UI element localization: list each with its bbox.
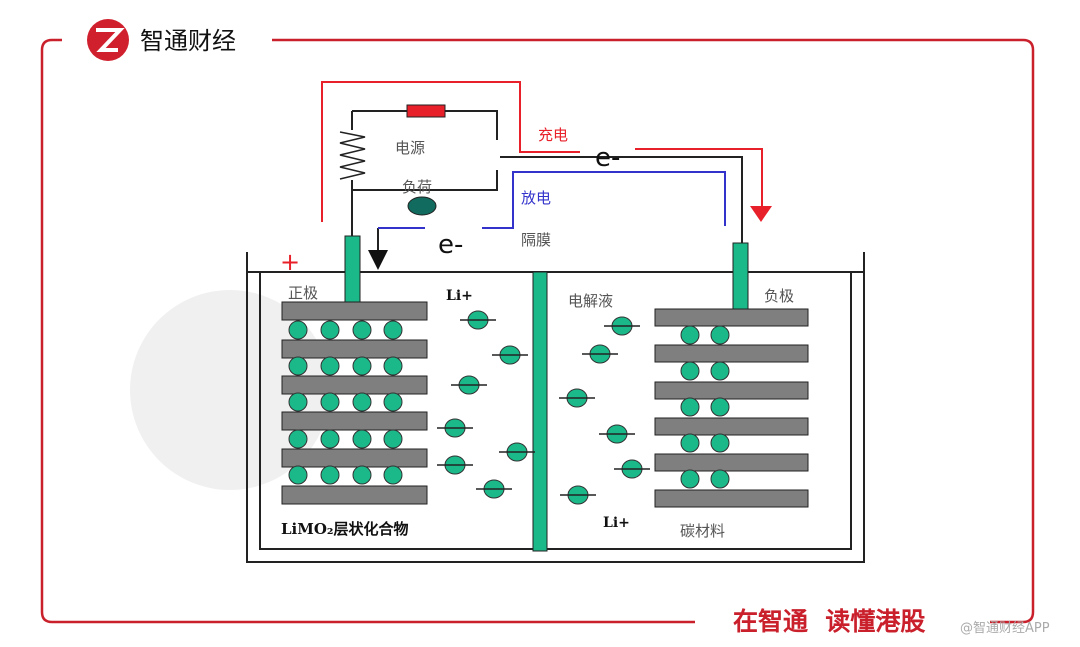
ion-label-right: Li+	[603, 515, 630, 531]
intercalated-ion	[352, 465, 372, 485]
discharge-arrow-icon	[368, 250, 388, 270]
separator	[532, 271, 548, 552]
intercalated-ion	[288, 465, 308, 485]
cathode-plate	[281, 375, 428, 395]
anode-plate	[654, 344, 809, 363]
intercalated-ion	[288, 429, 308, 449]
free-lithium-ion	[451, 375, 487, 395]
electron-bottom: e-	[438, 230, 463, 260]
intercalated-ion	[320, 320, 340, 340]
intercalated-ion	[383, 356, 403, 376]
intercalated-ion	[680, 433, 700, 453]
intercalated-ion	[680, 361, 700, 381]
cathode-label: 正极	[288, 284, 318, 302]
intercalated-ion	[320, 429, 340, 449]
anode-plate	[654, 417, 809, 436]
intercalated-ion	[680, 397, 700, 417]
external-circuit	[339, 110, 743, 250]
cathode-plate	[281, 448, 428, 468]
free-lithium-ion	[604, 316, 640, 336]
cathode-plate	[281, 411, 428, 431]
intercalated-ion	[680, 469, 700, 489]
load	[407, 196, 437, 216]
intercalated-ion	[710, 397, 730, 417]
intercalated-ion	[352, 392, 372, 412]
intercalated-ion	[710, 361, 730, 381]
free-lithium-ion	[437, 418, 473, 438]
discharge-label: 放电	[521, 189, 551, 207]
intercalated-ion	[383, 465, 403, 485]
free-lithium-ion	[476, 479, 512, 499]
anode-label: 负极	[764, 287, 794, 305]
anode-plate	[654, 453, 809, 472]
resistor	[406, 104, 446, 118]
intercalated-ion	[320, 356, 340, 376]
intercalated-ion	[710, 433, 730, 453]
charge-path	[321, 81, 763, 222]
watermark-logo	[130, 290, 330, 490]
charge-label: 充电	[538, 126, 568, 144]
intercalated-ion	[710, 469, 730, 489]
free-lithium-ion	[559, 388, 595, 408]
intercalated-ion	[320, 392, 340, 412]
anode-plate	[654, 381, 809, 400]
watermark-text: @智通财经APP	[960, 621, 1050, 636]
free-lithium-ion	[499, 442, 535, 462]
free-lithium-ion	[492, 345, 528, 365]
free-lithium-ion	[560, 485, 596, 505]
intercalated-ion	[352, 356, 372, 376]
intercalated-ion	[352, 429, 372, 449]
intercalated-ion	[383, 320, 403, 340]
frame-left	[40, 38, 695, 624]
plus-sign: +	[280, 248, 300, 276]
separator-label: 隔膜	[521, 231, 551, 249]
free-lithium-ion	[582, 344, 618, 364]
free-lithium-ion	[614, 459, 650, 479]
load-label: 负荷	[402, 178, 432, 196]
intercalated-ion	[288, 392, 308, 412]
cathode-material: LiMO₂层状化合物	[281, 520, 409, 538]
intercalated-ion	[352, 320, 372, 340]
cathode-tab	[344, 235, 361, 306]
ion-label-left: Li+	[446, 288, 473, 304]
discharge-path	[378, 171, 726, 229]
cathode-plate	[281, 485, 428, 505]
anode-tab	[732, 242, 749, 310]
free-lithium-ion	[599, 424, 635, 444]
intercalated-ion	[383, 429, 403, 449]
cathode-plate	[281, 339, 428, 359]
anode-material: 碳材料	[680, 522, 725, 540]
brand-logo: 智通财经	[87, 19, 236, 61]
intercalated-ion	[680, 325, 700, 345]
intercalated-ion	[320, 465, 340, 485]
intercalated-ion	[383, 392, 403, 412]
frame-right	[272, 38, 1035, 624]
anode-plate	[654, 308, 809, 327]
intercalated-ion	[288, 320, 308, 340]
intercalated-ion	[710, 325, 730, 345]
anode-plate	[654, 489, 809, 508]
slogan: 在智通 读懂港股	[733, 607, 925, 636]
free-lithium-ion	[437, 455, 473, 475]
electron-top: e-	[595, 143, 620, 173]
brand-name: 智通财经	[140, 27, 236, 55]
free-lithium-ion	[460, 310, 496, 330]
cathode-plate	[281, 301, 428, 321]
charge-arrow-icon	[750, 206, 772, 222]
intercalated-ion	[288, 356, 308, 376]
electrolyte-label: 电解液	[568, 292, 613, 310]
power-label: 电源	[395, 139, 425, 157]
